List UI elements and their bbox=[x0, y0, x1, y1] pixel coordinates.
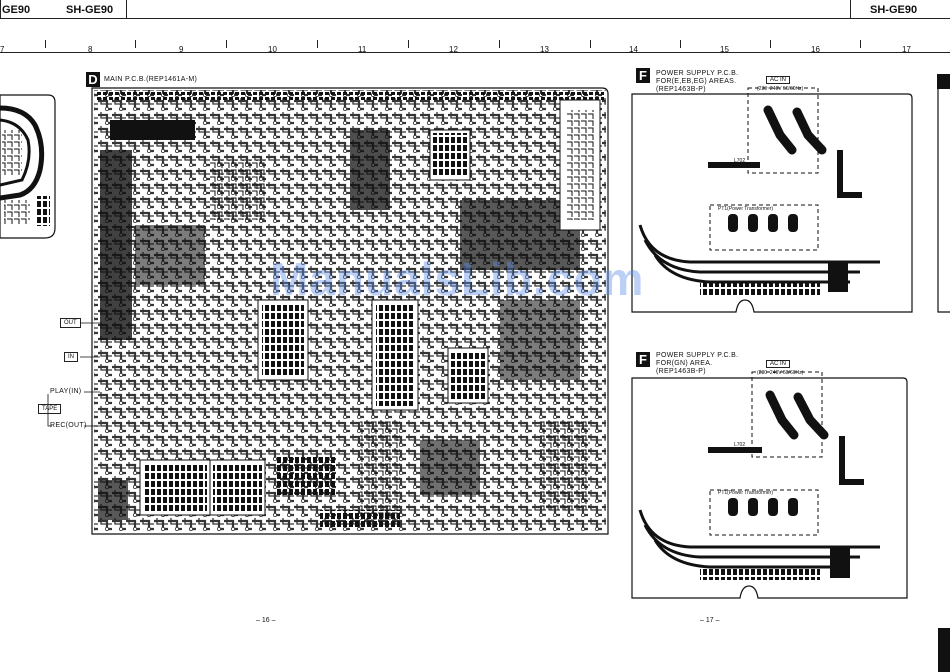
column-number: 13 bbox=[540, 45, 549, 54]
watermark-text: ManualsLib.com bbox=[270, 253, 645, 305]
psu-bottom-ac-spec: (230~240V 50/60Hz) bbox=[757, 370, 804, 376]
header-right-title: SH-GE90 bbox=[870, 4, 918, 16]
main-pcb-title: MAIN P.C.B.(REP1461A-M) bbox=[104, 76, 198, 83]
column-number: 11 bbox=[358, 45, 367, 54]
column-tick bbox=[408, 40, 409, 48]
psu-bottom-transformer: PT1(Power Transformer) bbox=[718, 490, 774, 496]
column-tick bbox=[226, 40, 227, 48]
column-tick bbox=[770, 40, 771, 48]
connector-tape-label: TAPE bbox=[38, 404, 62, 414]
column-tick bbox=[317, 40, 318, 48]
psu-top-transformer: PT1(Power Transformer) bbox=[718, 206, 774, 212]
column-tick bbox=[135, 40, 136, 48]
column-number: 16 bbox=[811, 45, 820, 54]
psu-top-title: POWER SUPPLY P.C.B. FOR(E,EB,EG) AREAS. … bbox=[656, 70, 739, 93]
psu-bottom-letter: F bbox=[636, 352, 650, 367]
column-number: 9 bbox=[179, 45, 184, 54]
psu-bottom-title: POWER SUPPLY P.C.B. FOR(GN) AREA. (REP14… bbox=[656, 352, 739, 375]
psu-top-choke: L702 bbox=[734, 158, 746, 164]
column-tick bbox=[45, 40, 46, 48]
connector-leads bbox=[47, 322, 100, 427]
column-tick bbox=[680, 40, 681, 48]
column-number: 12 bbox=[449, 45, 458, 54]
psu-top-ac-in: AC IN bbox=[766, 76, 791, 84]
column-number: 14 bbox=[629, 45, 638, 54]
psu-top-letter: F bbox=[636, 68, 650, 83]
header-left-code: GE90 bbox=[2, 4, 31, 16]
column-number: 15 bbox=[720, 45, 729, 54]
psu-board-bottom bbox=[631, 371, 908, 599]
column-number: 10 bbox=[268, 45, 277, 54]
column-rule bbox=[0, 52, 950, 53]
main-pcb-board bbox=[91, 87, 609, 535]
column-number: 17 bbox=[902, 45, 911, 54]
page-number-left: – 16 – bbox=[256, 617, 276, 624]
partial-board-right-letter bbox=[937, 74, 950, 89]
page-number-right: – 17 – bbox=[700, 617, 720, 624]
connector-play-label: PLAY(IN) bbox=[50, 388, 82, 395]
psu-bottom-choke: L702 bbox=[734, 442, 746, 448]
main-pcb-letter: D bbox=[86, 72, 100, 87]
psu-top-ac-spec: (230~240V 50/60Hz) bbox=[757, 86, 804, 92]
column-tick bbox=[860, 40, 861, 48]
column-tick bbox=[499, 40, 500, 48]
partial-board-right bbox=[937, 77, 950, 313]
connector-rec-label: REC(OUT) bbox=[50, 422, 87, 429]
partial-board-left bbox=[0, 94, 56, 239]
column-number: 7 bbox=[0, 45, 5, 54]
connector-in-label: IN bbox=[64, 352, 78, 362]
header-rule bbox=[0, 18, 950, 19]
column-tick bbox=[590, 40, 591, 48]
page-edge-mark bbox=[938, 628, 950, 672]
column-number: 8 bbox=[88, 45, 93, 54]
header-left-title: SH-GE90 bbox=[66, 4, 114, 16]
psu-bottom-ac-in: AC IN bbox=[766, 360, 791, 368]
psu-board-top bbox=[631, 87, 913, 313]
connector-out-label: OUT bbox=[60, 318, 81, 328]
